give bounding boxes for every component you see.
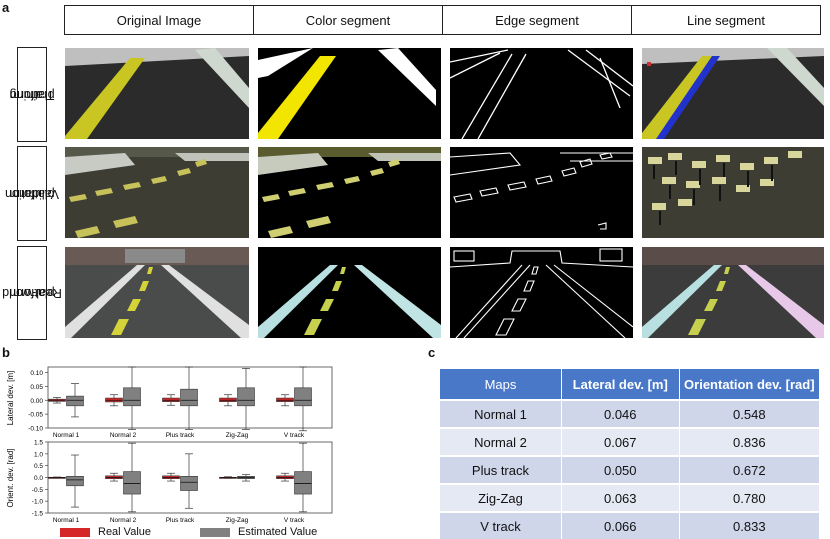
x-tick-label: V track [284,517,305,524]
legend-estimated-label: Estimated Value [238,526,318,538]
box-body [219,397,237,402]
estimated-value-box [123,442,141,513]
box-body [276,397,294,402]
col-orientation: Orientation dev. [rad] [679,369,821,400]
estimated-value-box [66,454,84,508]
y-tick-label: 0.05 [30,384,43,391]
box-body [66,476,84,487]
real-value-box [105,394,123,407]
real-value-box [276,394,294,407]
validation-line-segment-image [642,147,824,238]
box-body [294,387,312,407]
y-tick-label: -0.05 [28,412,43,419]
estimated-value-box [66,383,84,418]
validation-original-image [65,147,249,238]
training-original-image [65,48,249,139]
boxplot-panel: 0.10 0.05 0.00 -0.05 -0.10 Lateral dev. [m] No… [6,366,333,524]
estimated-value-box [180,453,198,509]
x-tick-label: Plus track [166,432,195,439]
col-header-line: Line segment [631,5,821,35]
box-body [162,397,180,402]
real-value-box [162,394,180,406]
training-edge-segment-image [450,48,633,139]
box-body [180,476,198,491]
col-header-color: Color segment [253,5,443,35]
col-header-edge: Edge segment [442,5,632,35]
box-body [123,387,141,407]
y-tick-label: 0.5 [34,463,43,470]
y-tick-label: 0.00 [30,398,43,405]
y-tick-label: 1.0 [34,451,43,458]
realworld-line-segment-image [642,247,824,338]
training-line-segment-image [642,48,824,139]
panel-label-a: a [2,0,10,15]
x-tick-label: Normal 1 [53,432,80,439]
estimated-value-box [294,366,312,432]
real-value-box [219,476,237,479]
training-color-segment-image [258,48,441,139]
legend-real-swatch [60,527,90,537]
y-tick-label: -1.0 [32,499,44,506]
legend-estimated-value: Estimated Value [200,526,317,538]
panel-label-b: b [2,345,10,360]
col-maps: Maps [440,369,562,400]
estimated-value-box [123,366,141,430]
x-tick-label: Zig-Zag [226,432,249,439]
col-lateral: Lateral dev. [m] [561,369,680,400]
x-tick-label: Plus track [166,517,195,524]
table-header-row: Maps Lateral dev. [m] Orientation dev. [… [440,369,821,400]
legend-estimated-swatch [200,527,230,537]
y-tick-label: 1.5 [34,440,43,447]
real-value-box [48,476,66,479]
y-axis-label: Orient. dev. [rad] [6,449,15,508]
orientation-deviation-boxplot: 1.5 1.0 0.5 0.0 -0.5 -1.0 -1.5 Orient. dev. [ra… [6,440,333,524]
validation-color-segment-image [258,147,441,238]
y-tick-label: 0.0 [34,475,43,482]
box-body [123,471,141,495]
estimated-value-box [180,366,198,430]
panel-label-c: c [428,345,436,360]
box-body [294,471,312,495]
estimated-value-box [237,474,255,482]
estimated-value-box [294,442,312,513]
x-tick-label: Normal 2 [110,517,137,524]
legend-real-value: Real Value [60,526,151,538]
realworld-original-image [65,247,249,338]
lateral-deviation-boxplot: 0.10 0.05 0.00 -0.05 -0.10 Lateral dev. [m] No… [6,366,333,439]
y-tick-label: 0.10 [30,370,43,377]
realworld-color-segment-image [258,247,441,338]
real-value-box [48,397,66,404]
y-axis-label: Lateral dev. [m] [6,371,15,426]
box-body [180,388,198,407]
y-tick-label: -0.10 [28,426,43,433]
real-value-box [219,394,237,407]
box-body [237,387,255,407]
x-tick-label: Normal 2 [110,432,137,439]
box-body [66,395,84,407]
legend-real-label: Real Value [98,526,151,538]
real-value-box [162,472,180,482]
x-tick-label: V track [284,432,305,439]
validation-edge-segment-image [450,147,633,238]
y-tick-label: -0.5 [32,487,44,494]
x-tick-label: Normal 1 [53,517,80,524]
y-tick-label: -1.5 [32,511,44,518]
col-header-original: Original Image [64,5,254,35]
real-value-box [105,472,123,482]
realworld-edge-segment-image [450,247,633,338]
real-value-box [276,472,294,482]
x-tick-label: Zig-Zag [226,517,249,524]
estimated-value-box [237,368,255,430]
deviation-table: Maps Lateral dev. [m] Orientation dev. [… [440,369,821,539]
